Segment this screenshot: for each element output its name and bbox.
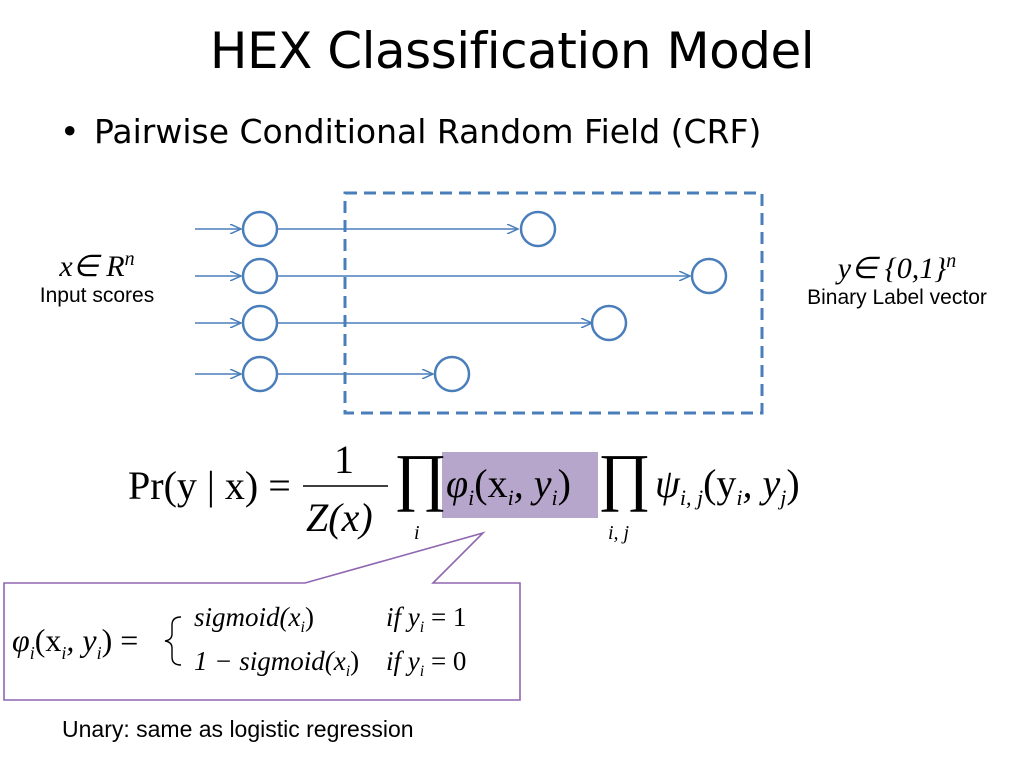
- input-node: [241, 355, 279, 393]
- equation-denominator: Z(x): [306, 495, 373, 540]
- output-math: y∈ {0,1}n: [837, 250, 957, 285]
- case-brace: [164, 616, 182, 666]
- input-node: [241, 304, 279, 342]
- product-index-pairwise: i, j: [608, 522, 630, 544]
- output-label-group: y∈ {0,1}n Binary Label vector: [792, 250, 1002, 310]
- unary-caption: Unary: same as logistic regression: [62, 716, 414, 742]
- input-label-group: x∈ Rn Input scores: [22, 248, 172, 308]
- input-node: [241, 210, 279, 248]
- callout-condition-2: if yi = 0: [386, 646, 467, 680]
- callout-condition-1: if yi = 1: [386, 602, 467, 636]
- callout-case-1: sigmoid(xi): [194, 602, 314, 636]
- pairwise-potential: ψi, j(yi, yj): [655, 461, 800, 510]
- equation-lhs: Pr(y | x) =: [128, 463, 291, 508]
- output-label: Binary Label vector: [807, 286, 987, 309]
- product-symbol-unary: ∏: [394, 441, 447, 512]
- input-node: [241, 257, 279, 295]
- callout-lhs: φi(xi, yi) =: [12, 622, 139, 663]
- input-label: Input scores: [39, 284, 155, 307]
- unary-callout-box: [3, 531, 521, 701]
- bullet-item: • Pairwise Conditional Random Field (CRF): [60, 112, 761, 151]
- callout-case-2: 1 − sigmoid(xi): [194, 646, 360, 680]
- equation-numerator: 1: [334, 437, 354, 482]
- product-index-unary: i: [414, 522, 420, 544]
- bullet-text: Pairwise Conditional Random Field (CRF): [94, 112, 762, 151]
- output-node: [590, 304, 628, 342]
- unary-potential: φi(xi, yi): [446, 461, 571, 510]
- slide-title: HEX Classification Model: [209, 22, 815, 80]
- output-node: [690, 257, 728, 295]
- unary-highlight: [442, 452, 598, 518]
- product-symbol-pairwise: ∏: [598, 441, 651, 512]
- bullet-dot-icon: •: [60, 112, 80, 151]
- output-node: [519, 210, 557, 248]
- label-region-box: [343, 191, 764, 415]
- input-math: x∈ Rn: [59, 248, 135, 283]
- output-node: [433, 355, 471, 393]
